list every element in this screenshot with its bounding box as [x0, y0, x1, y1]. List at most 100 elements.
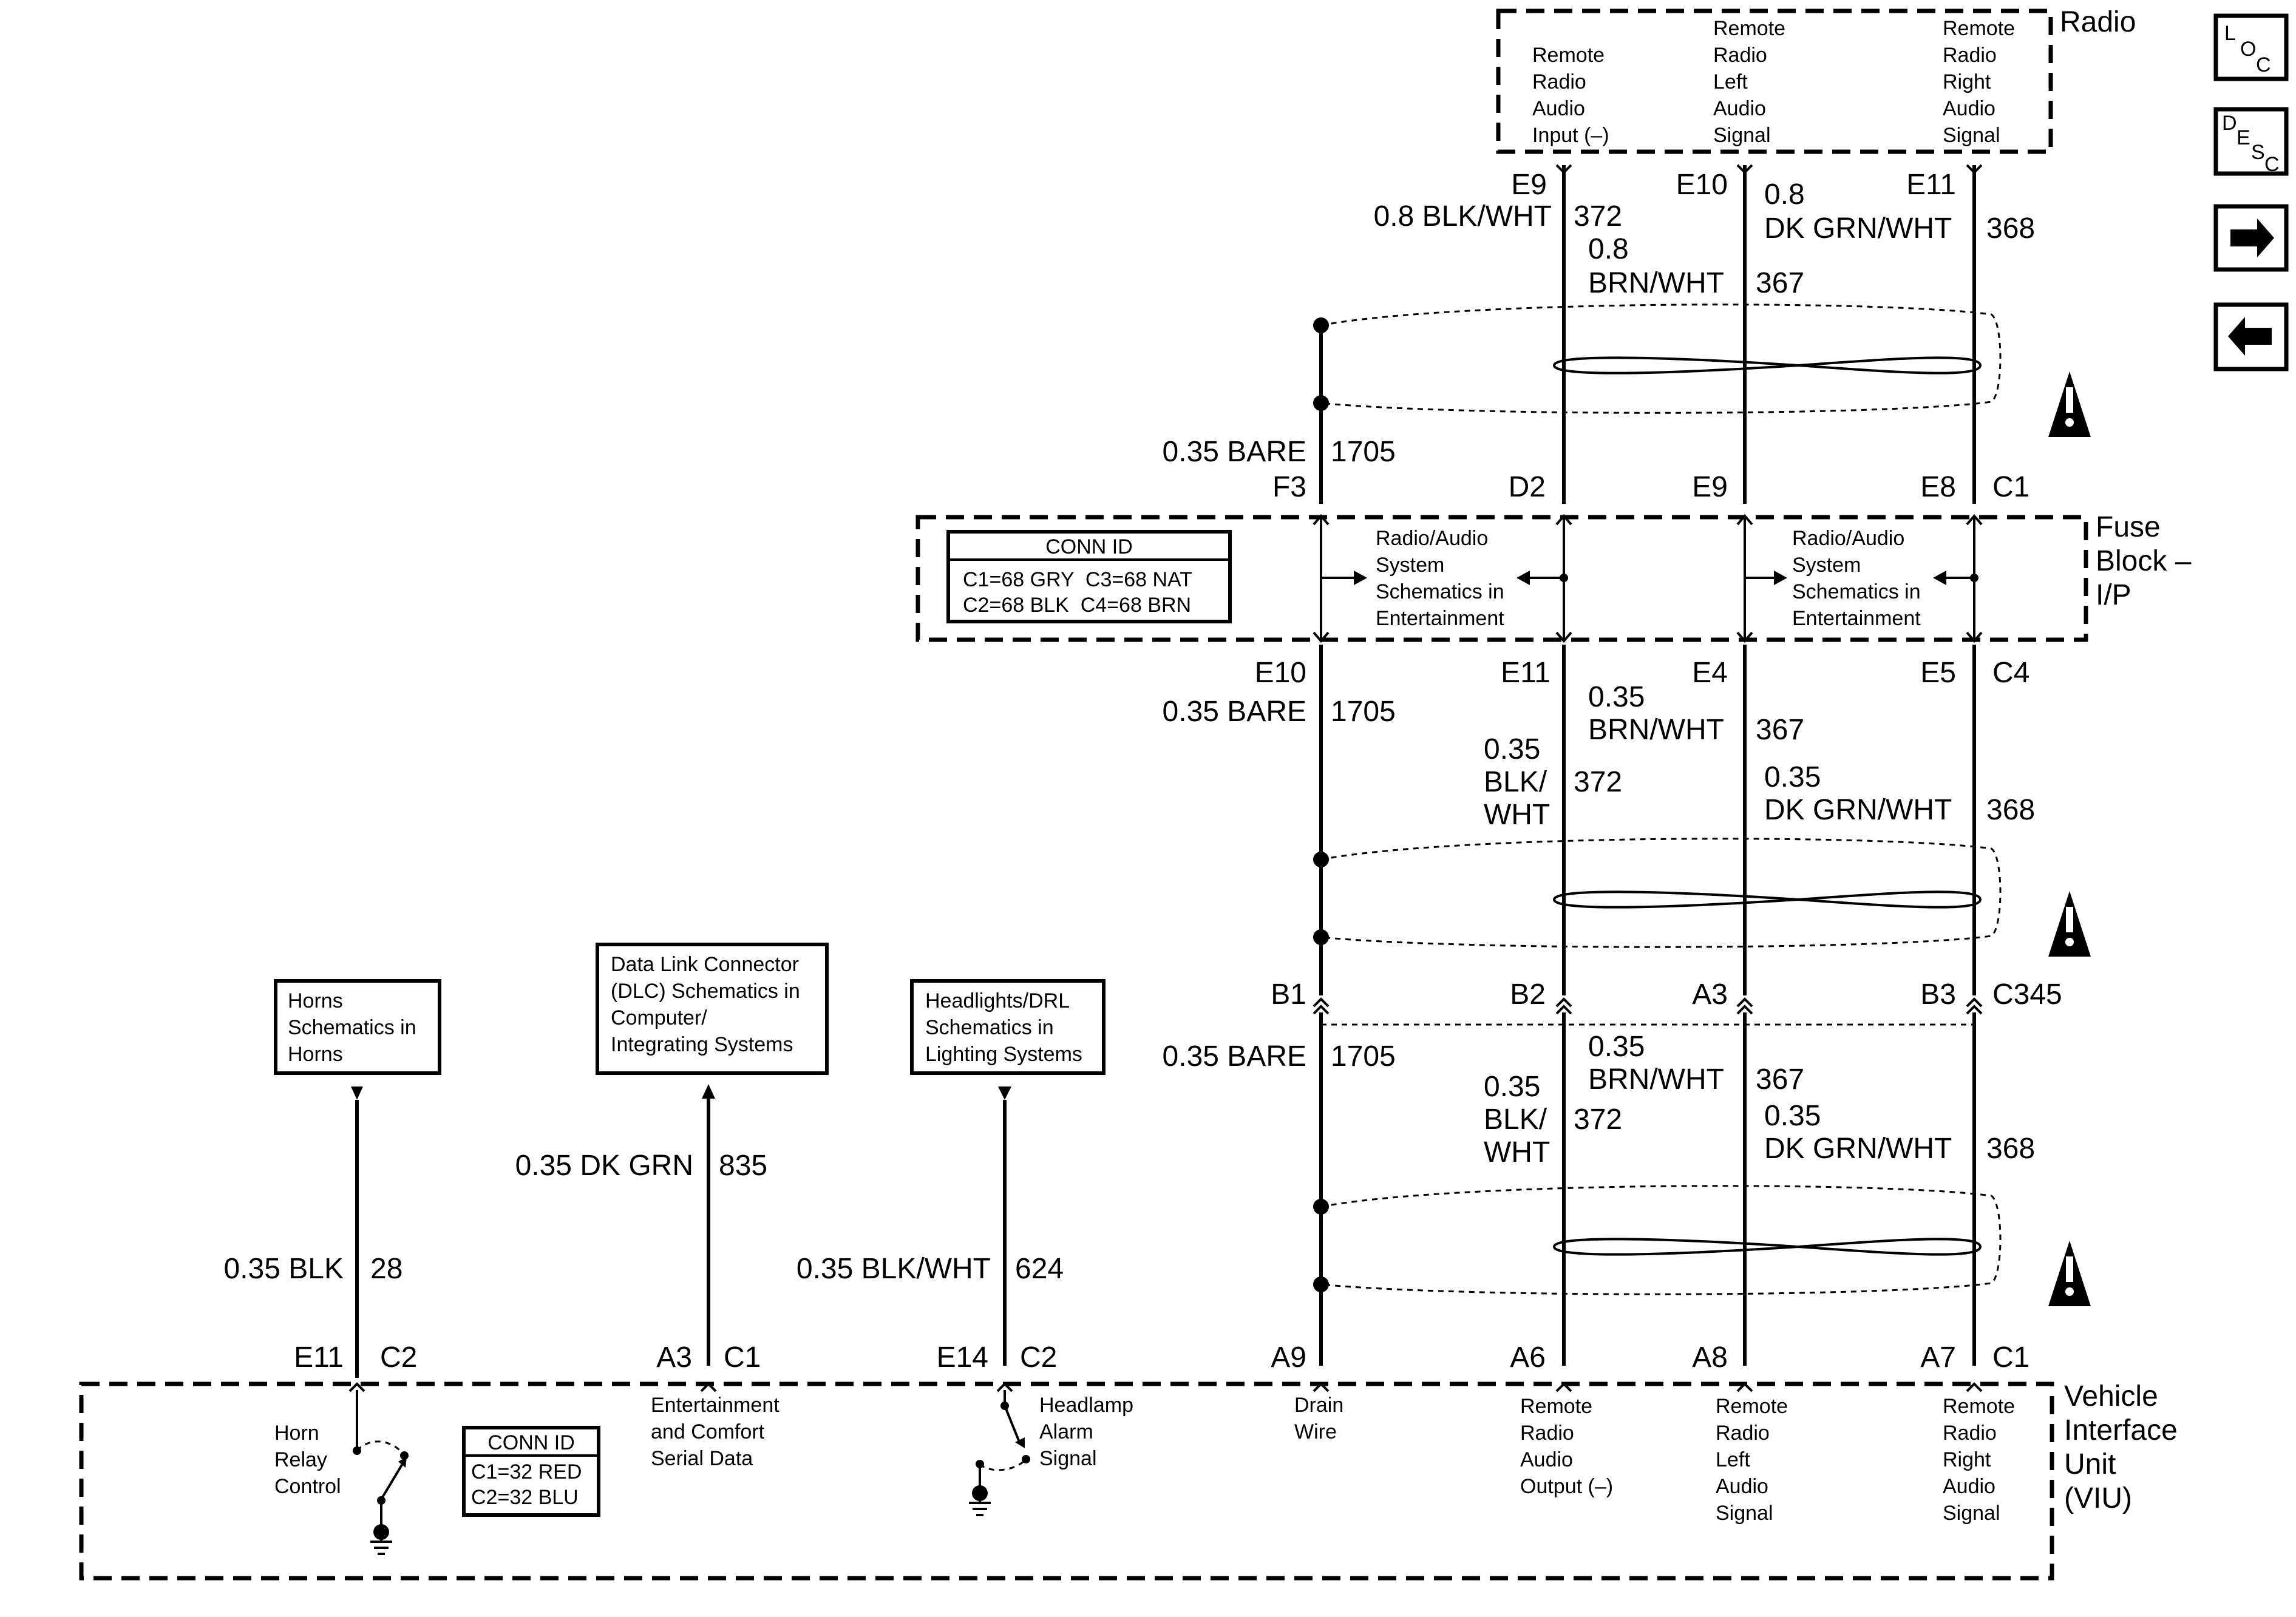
fuse-block-outline [915, 515, 2088, 642]
conn-id-row: C1=32 RED [471, 1460, 582, 1483]
connector-label: C1 [1992, 471, 2029, 503]
conn-id-row: C2=68 BLK C4=68 BRN [963, 594, 1191, 617]
viu-pin-label: Horn Relay Control [274, 1422, 341, 1498]
wire-color-label: 0.35 BLK/ WHT [1484, 1071, 1555, 1168]
segment-1-labels: 0.8 BLK/WHT 372 0.8 BRN/WHT 367 0.8 DK G… [1163, 178, 2036, 468]
circuit-number: 367 [1756, 1063, 1804, 1096]
pin-label: B2 [1510, 978, 1546, 1011]
warning-triangle-icon[interactable] [2048, 891, 2091, 957]
conn-id-box [946, 530, 1232, 623]
fuse-block-reference: Radio/Audio System Schematics in Enterta… [1376, 527, 1510, 630]
viu-component: Vehicle Interface Unit (VIU) Horn Relay … [79, 1380, 2186, 1581]
forward-button[interactable] [2213, 204, 2289, 272]
circuit-number: 367 [1756, 267, 1804, 299]
connector-label: C1 [1992, 1341, 2029, 1374]
inline-connector [1313, 997, 1983, 1026]
connector-label: C1 [724, 1341, 761, 1374]
loc-button[interactable]: L O C [2213, 13, 2289, 81]
viu-label: Vehicle Interface Unit (VIU) [2064, 1380, 2186, 1514]
pin-label: E11 [294, 1341, 344, 1374]
wire-gauge-label: 0.35 [1764, 761, 1821, 793]
circuit-number: 372 [1574, 200, 1622, 232]
wire-color-label: DK GRN/WHT [1764, 1133, 1952, 1165]
wire-color-label: BRN/WHT [1588, 1063, 1724, 1096]
pin-label: E10 [1676, 169, 1728, 201]
viu-pin-label: Remote Radio Left Audio Signal [1716, 1395, 1794, 1525]
pin-label: E9 [1511, 169, 1547, 201]
pin-label: E11 [1501, 657, 1550, 689]
svg-text:O: O [2240, 38, 2256, 61]
radio-pin-label: Remote Radio Audio Input (–) [1532, 44, 1611, 147]
wire-gauge-label: 0.8 [1764, 178, 1805, 211]
dlc-reference[interactable]: Data Link Connector (DLC) Schematics in … [596, 943, 829, 1075]
radio-pin-label: Remote Radio Right Audio Signal [1943, 17, 2021, 147]
conn-id-title: CONN ID [487, 1431, 575, 1454]
horns-reference[interactable]: Horns Schematics in Horns [274, 979, 441, 1075]
svg-text:Headlights/DRL Schematic: Headlights/DRL Schematics in Lighting Sy… [925, 989, 1082, 1066]
conn-id-title: CONN ID [1045, 535, 1133, 558]
fuse-block-label: Fuse Block – I/P [2096, 511, 2199, 611]
segment-2-labels: 0.35 BARE 1705 0.35 BRN/WHT 367 0.35 BLK… [1163, 681, 2036, 831]
viu-pin-label: Headlamp Alarm Signal [1039, 1394, 1139, 1470]
circuit-number: 624 [1015, 1253, 1064, 1285]
pin-label: A9 [1271, 1341, 1306, 1374]
connector-label: C2 [1020, 1341, 1057, 1374]
wire-color-label: BRN/WHT [1588, 267, 1724, 299]
svg-text:L: L [2224, 22, 2236, 45]
pin-label: A8 [1692, 1341, 1728, 1374]
viu-pin-label: Entertainment and Comfort Serial Data [651, 1394, 785, 1470]
twisted-pair-shield [1313, 838, 2002, 948]
pin-label: D2 [1509, 471, 1546, 503]
circuit-number: 368 [1986, 794, 2035, 826]
wire-color-label: DK GRN/WHT [1764, 212, 1952, 245]
wire-color-label: 0.35 BARE [1163, 696, 1306, 728]
pin-label: A3 [1692, 978, 1728, 1011]
conn-id-row: C1=68 GRY C3=68 NAT [963, 568, 1192, 591]
circuit-number: 1705 [1331, 696, 1396, 728]
circuit-number: 835 [719, 1150, 767, 1182]
conn-id-row: C2=32 BLU [471, 1486, 579, 1509]
svg-text:C: C [2256, 53, 2271, 76]
headlights-reference[interactable]: Headlights/DRL Schematics in Lighting Sy… [910, 979, 1106, 1075]
svg-text:C: C [2264, 153, 2280, 176]
pin-label: E11 [1906, 169, 1956, 201]
connector-label: C2 [380, 1341, 417, 1374]
desc-button[interactable]: D E S C [2213, 107, 2289, 176]
radio-label: Radio [2060, 6, 2136, 38]
viu-pin-label: Remote Radio Audio Output (–) [1520, 1395, 1613, 1498]
svg-text:Data Link Connector (DLC: Data Link Connector (DLC) Schematics in … [611, 953, 806, 1056]
wire-color-label: 0.8 BLK/WHT [1374, 200, 1552, 232]
wire-gauge-label: 0.8 [1588, 233, 1629, 265]
circuit-number: 1705 [1331, 1040, 1396, 1073]
svg-text:S: S [2251, 141, 2265, 164]
wire-color-label: 0.35 DK GRN [515, 1150, 693, 1182]
circuit-number: 1705 [1331, 436, 1396, 468]
pin-label: B1 [1271, 978, 1306, 1011]
pin-label: F3 [1272, 471, 1306, 503]
circuit-number: 372 [1574, 1103, 1622, 1136]
shielded-wires [1319, 165, 1976, 1366]
circuit-number: 28 [370, 1253, 402, 1285]
wire-gauge-label: 0.35 [1764, 1100, 1821, 1132]
warning-triangle-icon[interactable] [2048, 371, 2091, 437]
fuse-block-reference: Radio/Audio System Schematics in Enterta… [1792, 527, 1926, 630]
svg-text:Horns Schematics in: Horns Schematics in Horns [288, 989, 422, 1066]
wire-color-label: 0.35 BLK/WHT [796, 1253, 991, 1285]
pin-label: A3 [656, 1341, 692, 1374]
pin-label: E5 [1920, 657, 1956, 689]
relay-switch-icon [353, 1390, 409, 1555]
pin-label: E10 [1255, 657, 1306, 689]
circuit-number: 367 [1756, 714, 1804, 746]
viu-pin-label: Drain Wire [1294, 1394, 1350, 1443]
svg-text:D: D [2222, 112, 2237, 135]
svg-text:E: E [2237, 126, 2250, 149]
alarm-switch-icon [969, 1390, 1030, 1516]
back-button[interactable] [2213, 302, 2289, 371]
warning-triangle-icon[interactable] [2048, 1241, 2091, 1306]
circuit-number: 368 [1986, 212, 2035, 245]
fuse-block-component: Fuse Block – I/P CONN ID C1=68 GRY C3=68… [915, 511, 2199, 643]
conn-id-box [462, 1426, 600, 1517]
circuit-number: 368 [1986, 1133, 2035, 1165]
viu-outline [79, 1381, 2054, 1581]
